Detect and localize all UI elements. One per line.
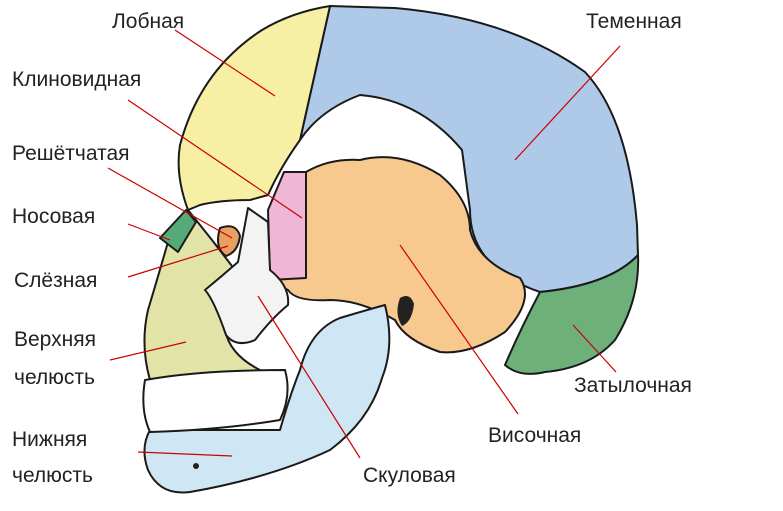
mental-foramen xyxy=(193,463,199,469)
label-temporal: Височная xyxy=(488,424,581,447)
sphenoid-bone-region xyxy=(267,171,307,281)
label-maxilla-line1: Верхняя xyxy=(14,328,96,351)
label-lacrimal: Слёзная xyxy=(14,269,97,292)
leader-lines xyxy=(107,29,621,459)
ear-canal xyxy=(397,296,414,326)
leader-line-maxilla xyxy=(109,341,187,361)
occipital-bone-region xyxy=(504,254,640,375)
leader-line-nasal xyxy=(127,223,171,241)
label-mandible-line1: Нижняя xyxy=(12,428,87,451)
leader-line-ethmoid xyxy=(107,167,233,239)
leader-line-sphenoid xyxy=(127,99,303,219)
temporal-bone-region xyxy=(271,156,526,354)
leader-line-mandible xyxy=(137,451,233,457)
label-frontal: Лобная xyxy=(112,10,184,33)
label-sphenoid: Клиновидная xyxy=(12,68,141,91)
lacrimal-bone-region xyxy=(217,225,241,257)
leader-line-frontal xyxy=(174,29,276,97)
leader-line-temporal xyxy=(399,244,519,415)
leader-line-parietal xyxy=(514,45,621,161)
leader-line-lacrimal xyxy=(127,245,229,278)
label-mandible-line2: челюсть xyxy=(12,464,93,487)
leader-line-zygomatic xyxy=(257,295,361,459)
zygomatic-bone-region xyxy=(204,207,290,345)
label-occipital: Затылочная xyxy=(574,374,692,397)
label-nasal: Носовая xyxy=(12,205,95,228)
skull-illustration xyxy=(142,5,640,494)
mandible-bone-region xyxy=(143,304,391,494)
label-maxilla-line2: челюсть xyxy=(14,366,95,389)
leader-line-occipital xyxy=(572,324,617,373)
nasal-bone-region xyxy=(159,209,197,253)
label-ethmoid: Решётчатая xyxy=(12,142,130,165)
label-zygomatic: Скуловая xyxy=(363,464,456,487)
labels: Лобная Теменная Клиновидная Решётчатая Н… xyxy=(12,10,692,487)
teeth-region xyxy=(142,369,289,433)
label-parietal: Теменная xyxy=(586,10,682,33)
